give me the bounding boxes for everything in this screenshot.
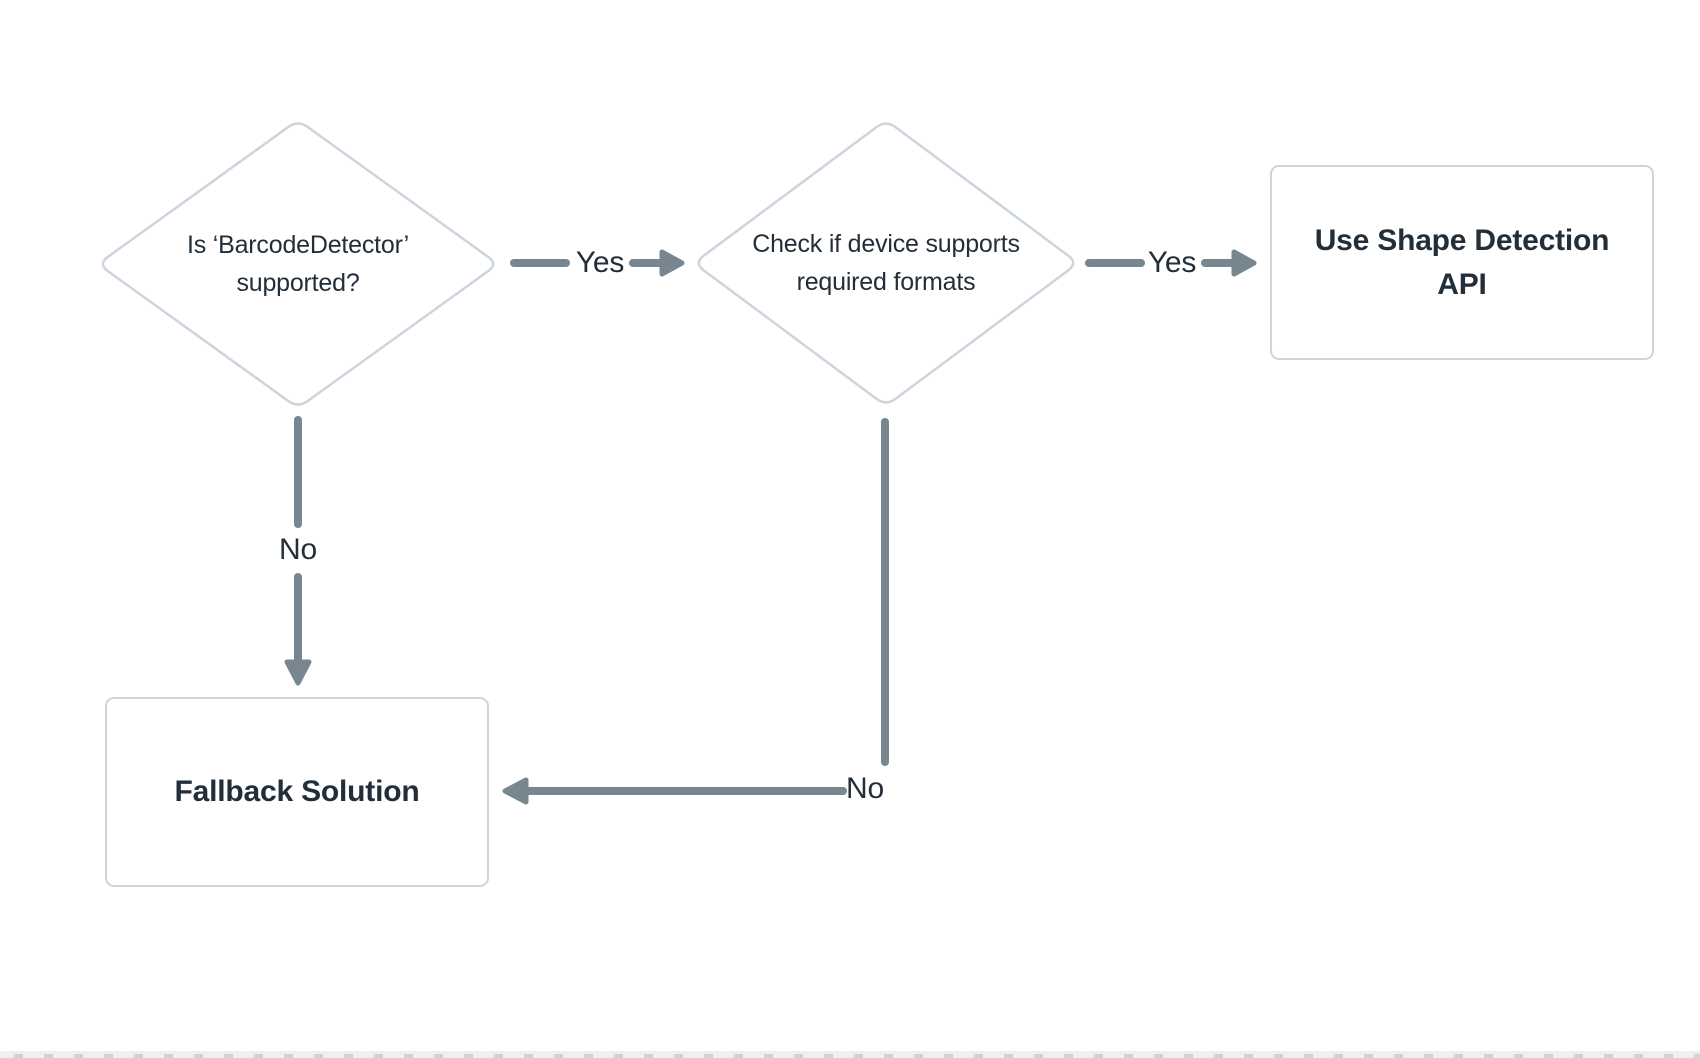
- arrowhead-left-icon: [502, 777, 529, 805]
- node-use-shape-detection-api: Use Shape Detection API: [1270, 165, 1654, 360]
- decision-diamond-formats-shape: [697, 122, 1075, 404]
- edge-yes-2: [1085, 249, 1257, 277]
- cutoff-content-strip: [0, 1051, 1700, 1058]
- edge-label-yes-1: Yes: [575, 246, 625, 279]
- node-use-shape-detection-api-line-2: API: [1437, 267, 1487, 301]
- arrowhead-right-icon: [1231, 249, 1257, 277]
- decision-barcode-line-1: Is ‘BarcodeDetector’: [186, 231, 410, 259]
- decision-barcode-line-2: supported?: [236, 269, 360, 297]
- node-fallback-solution-label: Fallback Solution: [174, 775, 420, 808]
- node-use-shape-detection-api-line-1: Use Shape Detection: [1314, 223, 1610, 257]
- edge-yes-1: [510, 249, 685, 277]
- edge-no-1: [284, 416, 312, 686]
- node-fallback-solution: Fallback Solution: [105, 697, 489, 887]
- edge-no-2: [502, 418, 889, 805]
- edge-label-no-2: No: [846, 772, 884, 805]
- decision-formats-line-2: required formats: [796, 268, 976, 296]
- arrowhead-down-icon: [284, 659, 312, 686]
- edge-label-no-1: No: [279, 533, 317, 566]
- decision-formats-label: Check if device supports required format…: [686, 199, 1086, 327]
- arrowhead-right-icon: [659, 249, 685, 277]
- edge-label-yes-2: Yes: [1147, 246, 1197, 279]
- decision-barcode-label: Is ‘BarcodeDetector’ supported?: [108, 200, 488, 328]
- decision-diamond-barcode-shape: [101, 122, 495, 406]
- decision-formats-line-1: Check if device supports: [752, 230, 1020, 258]
